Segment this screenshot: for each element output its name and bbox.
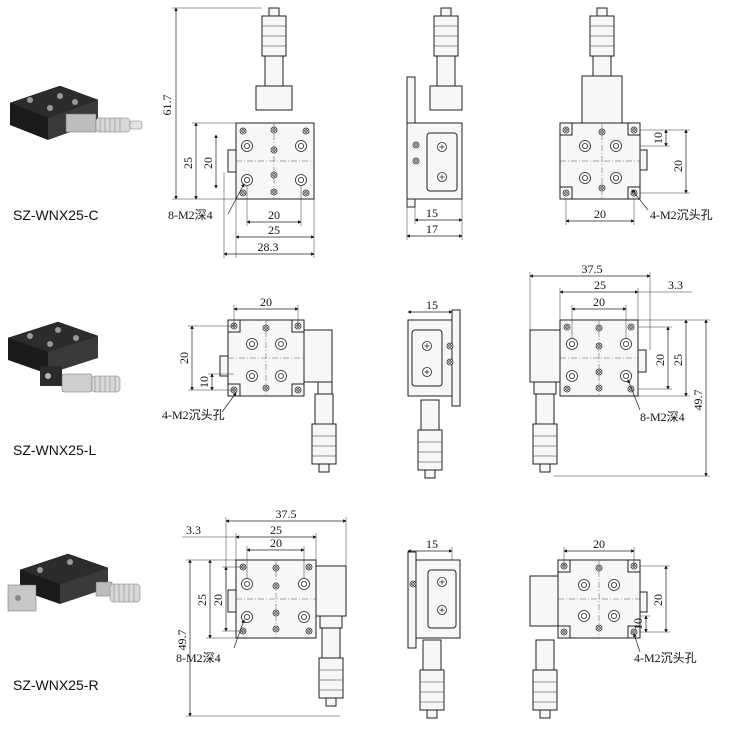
row1-side-dimensions: 15 17 (406, 199, 463, 240)
dim-r2-back-right-outer: 49.7 (691, 390, 705, 411)
dim-side-inner: 15 (426, 206, 438, 220)
row3-front-dimensions: 37.5 25 20 3.3 49.7 25 20 8-M2深4 (175, 507, 347, 717)
row2-back-view (529, 319, 647, 473)
row1-back-view (559, 7, 648, 200)
dim-r2-back-offset: 3.3 (668, 278, 683, 292)
row3-back-dimensions: 20 20 10 4-M2沉头孔 (563, 537, 697, 665)
dim-r3-back-top: 20 (593, 537, 605, 551)
dim-r3-top-mid: 25 (270, 523, 282, 537)
row3-side-dimensions: 15 (407, 537, 453, 560)
dim-r3-offset: 3.3 (186, 523, 201, 537)
dim-r2-side-top: 15 (426, 298, 438, 312)
model-label-l: SZ-WNX25-L (13, 442, 96, 458)
dim-back-right-small: 10 (651, 132, 665, 144)
dim-r3-top-inner: 20 (270, 536, 282, 550)
dim-bottom-inner: 20 (268, 208, 280, 222)
dim-r2-back-top-outer: 37.5 (582, 262, 603, 276)
note-row3-back: 4-M2沉头孔 (634, 651, 697, 665)
dim-r2-top: 20 (260, 295, 272, 309)
row2-back-dimensions: 37.5 25 20 3.3 20 25 49.7 8-M2深4 (529, 262, 710, 477)
dim-bottom-outer: 28.3 (258, 240, 279, 254)
dim-r3-back-right-small: 10 (631, 618, 645, 630)
dim-r3-left-inner: 20 (211, 594, 225, 606)
note-row2-back: 8-M2深4 (640, 410, 685, 424)
dim-r2-back-right-inner: 20 (653, 354, 667, 366)
row1-side-view (406, 7, 463, 208)
dim-left-outer: 25 (181, 157, 195, 169)
row2-front-view (219, 319, 337, 473)
dim-r2-back-right-mid: 25 (671, 354, 685, 366)
product-photo-c (9, 85, 143, 140)
note-row1-back: 4-M2沉头孔 (650, 208, 713, 222)
dim-bottom-mid: 25 (268, 223, 280, 237)
note-row1-front: 8-M2深4 (168, 208, 213, 222)
dim-r3-top-outer: 37.5 (276, 507, 297, 521)
dim-back-bottom: 20 (594, 207, 606, 221)
row2-side-view (407, 309, 461, 479)
dim-side-outer: 17 (426, 222, 438, 236)
dim-r2-back-top-mid: 25 (594, 278, 606, 292)
dim-r3-side-top: 15 (426, 537, 438, 551)
model-label-r: SZ-WNX25-R (13, 677, 99, 693)
note-row3-front: 8-M2深4 (176, 651, 221, 665)
row3-front-view (227, 559, 347, 707)
row2-side-dimensions: 15 (407, 298, 453, 314)
dim-height: 61.7 (160, 95, 174, 116)
dim-r2-left-big: 20 (177, 352, 191, 364)
note-row2-front: 4-M2沉头孔 (162, 408, 225, 422)
dim-back-right-big: 20 (671, 160, 685, 172)
dim-r3-back-right-big: 20 (651, 594, 665, 606)
model-label-c: SZ-WNX25-C (13, 207, 99, 223)
row1-front-view (227, 7, 315, 200)
dim-left-inner: 20 (201, 157, 215, 169)
row3-side-view (407, 551, 461, 719)
dim-r2-left-small: 10 (197, 376, 211, 388)
row2-front-dimensions: 20 20 10 4-M2沉头孔 (162, 295, 299, 422)
dim-r2-back-top-inner: 20 (593, 295, 605, 309)
dim-r3-left-mid: 25 (195, 594, 209, 606)
row1-back-dimensions: 10 20 20 4-M2沉头孔 (565, 129, 713, 225)
dim-r3-left-outer: 49.7 (175, 630, 189, 651)
row3-back-view (529, 559, 648, 719)
product-photo-r (7, 553, 141, 612)
row1-front-dimensions: 61.7 25 20 20 25 28.3 8-M2深4 (160, 7, 315, 258)
product-photo-l (7, 321, 121, 393)
